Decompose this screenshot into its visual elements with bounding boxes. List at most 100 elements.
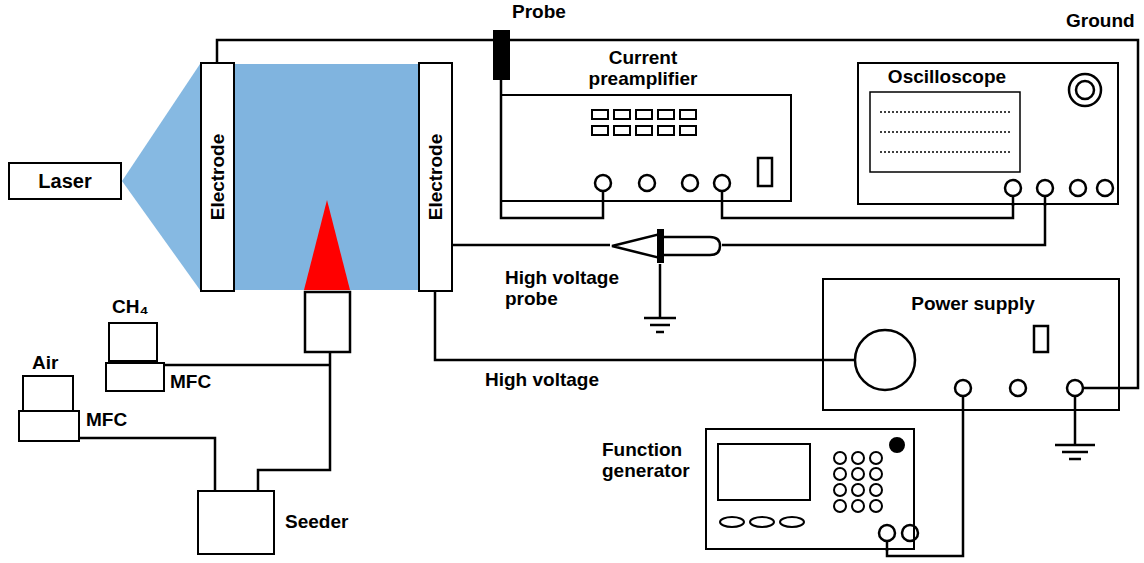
wire <box>435 292 822 360</box>
mass-flow-controller: MFC <box>18 410 80 442</box>
keypad-button <box>870 500 882 512</box>
ground-symbol <box>1069 458 1081 461</box>
oscilloscope-panel <box>880 111 1010 113</box>
oscilloscope: Oscilloscope <box>857 62 1119 205</box>
power-supply-panel <box>1067 380 1083 396</box>
preamp-panel <box>614 110 630 119</box>
ground-symbol <box>656 331 664 334</box>
flame <box>304 200 350 290</box>
ground-symbol <box>1062 451 1088 454</box>
preamp-panel <box>636 110 652 119</box>
oscilloscope-panel <box>880 131 1010 133</box>
flame <box>304 200 350 290</box>
preamp-panel <box>658 110 674 119</box>
probe-outline <box>612 234 660 258</box>
gas-line <box>258 352 330 490</box>
text-label: High voltage <box>485 370 599 391</box>
power-supply-panel <box>955 380 971 396</box>
power-supply-panel <box>1083 387 1118 390</box>
preamp-panel <box>614 126 630 135</box>
node-label: MFC <box>86 410 146 431</box>
gas-cylinder: CH₄ <box>108 322 158 362</box>
oscilloscope-panel <box>1069 74 1101 106</box>
preamp-panel <box>680 126 696 135</box>
function-generator-panel <box>718 444 810 500</box>
node-label: Laser <box>38 170 91 192</box>
ground-symbol <box>1055 444 1095 447</box>
ground-symbol <box>1074 396 1077 445</box>
preamp-panel <box>592 126 608 135</box>
wire <box>501 80 603 218</box>
plasma-region <box>235 64 418 290</box>
node-label: Power supply <box>824 294 1122 315</box>
laser-box: Laser <box>8 162 122 200</box>
keypad-button <box>834 500 846 512</box>
node-label: Oscilloscope <box>867 67 1027 88</box>
function-generator-panel <box>890 438 904 452</box>
laser-beam <box>122 64 200 290</box>
node-label: Electrode <box>425 134 446 221</box>
preamp-panel <box>758 158 772 186</box>
keypad-button <box>852 484 864 496</box>
wire <box>453 244 610 247</box>
oscilloscope-panel <box>1070 180 1086 196</box>
ground-symbol <box>644 317 676 320</box>
function-generator: Function generator <box>705 428 915 550</box>
burner <box>305 292 350 352</box>
preamp-panel <box>592 110 608 119</box>
oscilloscope-panel <box>1005 180 1021 196</box>
power-supply-panel <box>1034 326 1048 352</box>
oscilloscope-panel <box>870 92 1020 172</box>
keypad-button <box>870 452 882 464</box>
probe-outline <box>660 237 720 255</box>
node-label: Seeder <box>285 512 365 533</box>
preamp-panel <box>595 175 611 191</box>
gas-cylinder: Air <box>22 375 74 412</box>
seeder: Seeder <box>197 490 275 555</box>
oscilloscope-panel <box>1076 81 1094 99</box>
function-generator-panel <box>720 517 744 527</box>
preamp-panel <box>658 126 674 135</box>
power-supply-panel <box>1010 380 1026 396</box>
function-generator-panel <box>879 525 895 541</box>
node-label: Probe <box>512 2 572 23</box>
probe: Probe <box>493 30 510 80</box>
node-label: CH₄ <box>112 297 172 318</box>
function-generator-panel <box>834 452 882 512</box>
preamp-panel <box>714 175 730 191</box>
laser-beam <box>122 64 200 290</box>
mass-flow-controller: MFC <box>105 362 165 392</box>
function-generator-panel <box>780 517 804 527</box>
preamp-panel <box>636 126 652 135</box>
power-supply-panel <box>962 396 965 411</box>
burner <box>305 292 350 352</box>
keypad-button <box>870 484 882 496</box>
preamp-panel <box>592 110 772 202</box>
text-label: Ground <box>1066 11 1135 32</box>
keypad-button <box>870 468 882 480</box>
keypad-button <box>852 452 864 464</box>
preamp-panel <box>682 175 698 191</box>
wire <box>887 411 963 556</box>
wire <box>722 205 1045 245</box>
node-label: Function generator <box>602 440 702 482</box>
oscilloscope-panel <box>1097 180 1113 196</box>
probe-outline <box>610 228 722 264</box>
wire <box>217 40 1138 388</box>
keypad-button <box>834 452 846 464</box>
node-label: High voltage probe <box>505 268 655 310</box>
oscilloscope-panel <box>1037 180 1053 196</box>
node-label: Electrode <box>207 134 228 221</box>
electrode: Electrode <box>200 62 235 292</box>
gas-line <box>165 364 330 367</box>
node-label: Air <box>32 353 82 374</box>
probe-outline <box>657 229 664 263</box>
keypad-button <box>834 468 846 480</box>
keypad-button <box>852 500 864 512</box>
preamp-panel <box>680 110 696 119</box>
keypad-button <box>852 468 864 480</box>
function-generator-panel <box>902 525 918 541</box>
power-supply-panel <box>855 330 915 390</box>
keypad-button <box>834 484 846 496</box>
